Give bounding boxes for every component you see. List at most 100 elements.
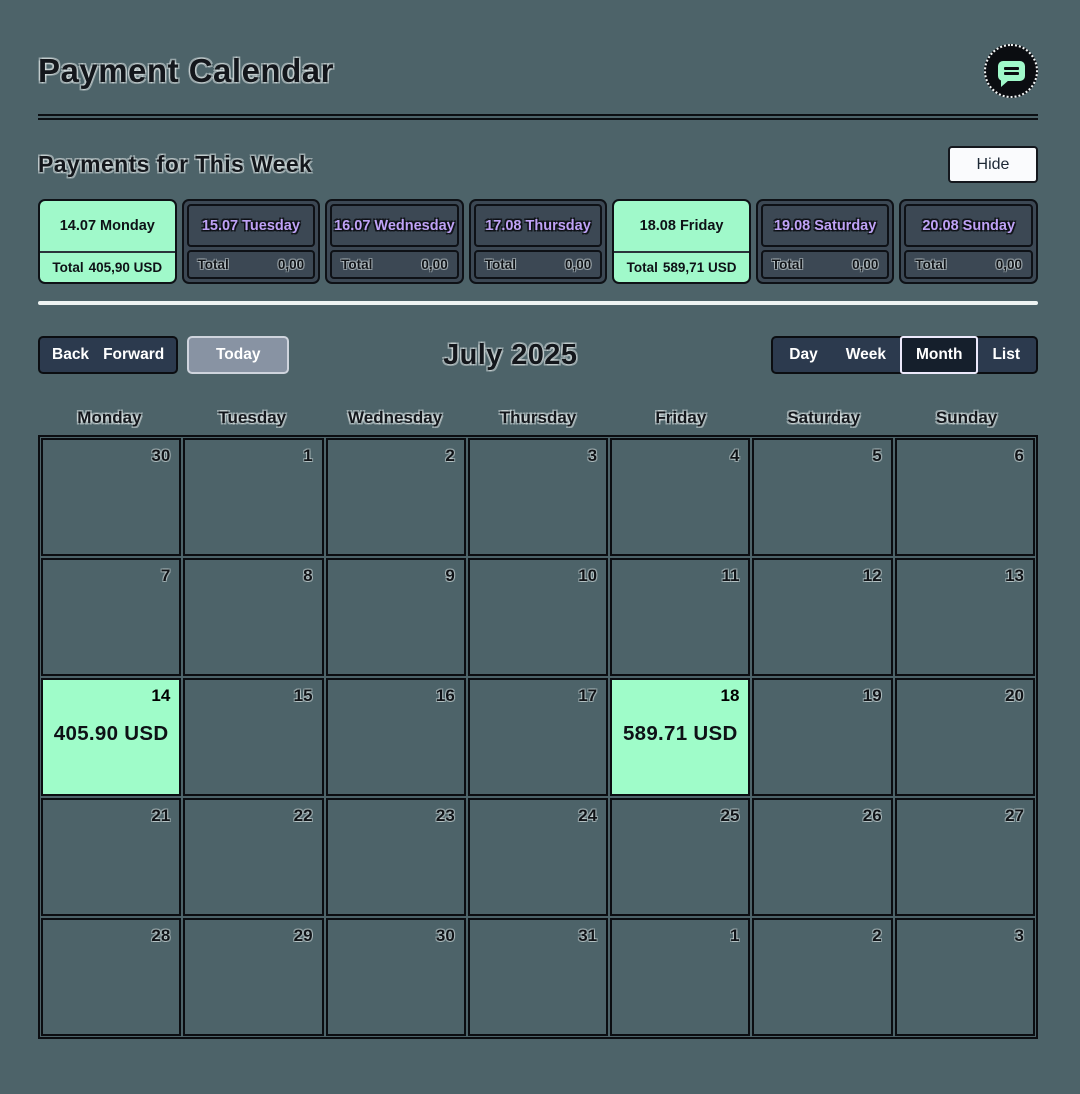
day-number: 19: [862, 686, 882, 705]
calendar-cell[interactable]: 15: [183, 678, 324, 796]
hide-button[interactable]: Hide: [948, 146, 1038, 183]
calendar-cell[interactable]: 22: [183, 798, 324, 916]
week-card-date: 16.07 Wednesday: [330, 204, 459, 247]
calendar-cell[interactable]: 18 589.71 USD: [610, 678, 751, 796]
calendar-cell[interactable]: 3: [467, 438, 609, 556]
payment-calendar-page: Payment Calendar Payments for This Week …: [38, 44, 1038, 1039]
day-number: 7: [160, 566, 171, 585]
day-number: 4: [729, 446, 740, 465]
calendar-cell[interactable]: 24: [467, 798, 609, 916]
calendar-cell[interactable]: 11: [610, 558, 751, 676]
view-button-day[interactable]: Day: [775, 338, 831, 372]
forward-button[interactable]: Forward: [103, 346, 165, 363]
calendar-cell[interactable]: 31: [467, 918, 609, 1036]
calendar-cell[interactable]: 25: [610, 798, 751, 916]
calendar-cell[interactable]: 1: [610, 918, 751, 1036]
day-number: 3: [587, 446, 598, 465]
day-number: 26: [862, 806, 882, 825]
view-button-week[interactable]: Week: [832, 338, 900, 372]
calendar-cell[interactable]: 2: [325, 438, 466, 556]
calendar-cell[interactable]: 9: [325, 558, 466, 676]
calendar-cell[interactable]: 27: [894, 798, 1035, 916]
calendar-cell[interactable]: 1: [183, 438, 324, 556]
week-panel-header: Payments for This Week Hide: [38, 146, 1038, 183]
page-title: Payment Calendar: [38, 52, 334, 89]
calendar-cell[interactable]: 10: [467, 558, 609, 676]
day-number: 27: [1005, 806, 1024, 825]
calendar-cell[interactable]: 21: [41, 798, 182, 916]
calendar-cell[interactable]: 16: [325, 678, 466, 796]
day-number: 17: [578, 686, 598, 705]
day-number: 25: [720, 806, 740, 825]
calendar-cell[interactable]: 19: [752, 678, 893, 796]
day-number: 15: [293, 686, 313, 705]
day-number: 6: [1014, 446, 1024, 465]
total-amount: 0,00: [421, 257, 448, 272]
day-number: 1: [729, 926, 740, 945]
view-button-month[interactable]: Month: [899, 336, 979, 374]
back-button[interactable]: Back: [52, 346, 90, 363]
calendar-cell[interactable]: 28: [41, 918, 182, 1036]
weekday-label: Friday: [655, 408, 707, 427]
calendar-cell[interactable]: 30: [325, 918, 466, 1036]
chat-button[interactable]: [984, 44, 1038, 98]
week-card-date: 20.08 Sunday: [904, 204, 1033, 247]
calendar-cell[interactable]: 4: [610, 438, 751, 556]
calendar-cell[interactable]: 30: [41, 438, 182, 556]
total-label: Total: [915, 257, 947, 272]
calendar-cell[interactable]: 8: [183, 558, 324, 676]
nav-button-group: Back Forward: [38, 336, 179, 374]
day-number: 16: [435, 686, 455, 705]
week-card-total: Total 0,00: [330, 250, 459, 279]
calendar-cell[interactable]: 20: [894, 678, 1035, 796]
header-divider: [38, 114, 1038, 120]
total-amount: 589,71 USD: [662, 260, 737, 275]
calendar-cell[interactable]: 12: [752, 558, 893, 676]
calendar-cell[interactable]: 2: [752, 918, 893, 1036]
calendar-cell[interactable]: 6: [894, 438, 1035, 556]
weekday-label: Thursday: [499, 408, 577, 427]
calendar-cell[interactable]: 7: [41, 558, 182, 676]
day-amount: 405.90 USD: [53, 722, 169, 745]
day-number: 20: [1005, 686, 1024, 705]
day-number: 1: [303, 446, 313, 465]
month-title: July 2025: [443, 338, 578, 371]
day-number: 22: [293, 806, 313, 825]
day-number: 13: [1005, 566, 1024, 585]
weekday-label: Tuesday: [218, 408, 287, 427]
calendar-cell[interactable]: 3: [894, 918, 1035, 1036]
calendar-cell[interactable]: 23: [325, 798, 466, 916]
week-panel-title: Payments for This Week: [38, 151, 313, 177]
today-button[interactable]: Today: [187, 336, 290, 374]
calendar-cell[interactable]: 29: [183, 918, 324, 1036]
day-number: 3: [1014, 926, 1024, 945]
day-number: 31: [578, 926, 598, 945]
day-number: 24: [578, 806, 598, 825]
chat-bubble-icon: [997, 61, 1025, 87]
total-label: Total: [771, 257, 804, 272]
day-number: 18: [720, 686, 740, 705]
calendar-cell[interactable]: 17: [467, 678, 609, 796]
calendar-cell[interactable]: 5: [752, 438, 893, 556]
view-button-list[interactable]: List: [978, 338, 1034, 372]
day-number: 11: [721, 566, 740, 585]
calendar-cell[interactable]: 13: [894, 558, 1035, 676]
total-label: Total: [52, 260, 84, 275]
calendar-cell[interactable]: 26: [752, 798, 893, 916]
total-label: Total: [341, 257, 373, 272]
total-amount: 0,00: [995, 257, 1022, 272]
day-amount: 589.71 USD: [622, 722, 738, 745]
